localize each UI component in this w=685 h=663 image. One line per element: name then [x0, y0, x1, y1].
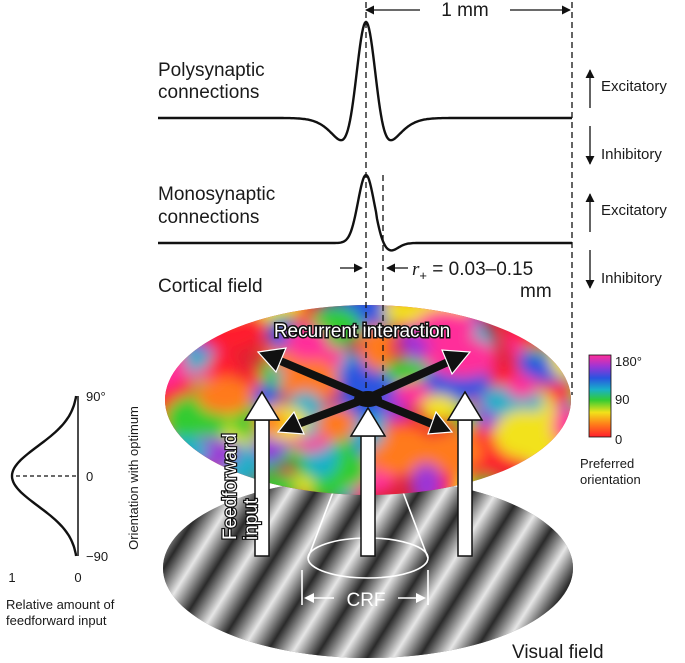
feedforward-arrow-right: [446, 390, 484, 557]
colorbar-tick-90: 90: [615, 392, 629, 407]
recurrent-interaction-label: Recurrent interaction: [274, 321, 450, 342]
polysynaptic-label: Polysynaptic: [158, 60, 265, 81]
tuning-curve-plot: 90° 0 −90 1 0 Orientation with optimum R…: [6, 389, 141, 628]
r-plus-unit: mm: [520, 281, 552, 302]
colorbar-label-2: orientation: [580, 472, 641, 487]
excitatory-label-2: Excitatory: [601, 202, 667, 219]
monosynaptic-label-2: connections: [158, 207, 259, 228]
feedforward-arrow-center: [349, 406, 387, 557]
polysynaptic-label-2: connections: [158, 82, 259, 103]
tuning-ytick-90: 90°: [86, 389, 106, 404]
tuning-curve: [10, 395, 78, 557]
r-plus-annotation: r+ = 0.03–0.15 mm: [340, 259, 552, 302]
orientation-colorbar: 180° 90 0 Preferred orientation: [580, 354, 642, 487]
monosynaptic-profile: [158, 173, 572, 252]
excitatory-label-1: Excitatory: [601, 78, 667, 95]
visual-field-label: Visual field: [512, 642, 604, 663]
inhibitory-label-2: Inhibitory: [601, 270, 662, 287]
scale-bar: 1 mm: [365, 0, 571, 21]
colorbar-tick-180: 180°: [615, 354, 642, 369]
cortical-field-label: Cortical field: [158, 276, 263, 297]
crf-label: CRF: [346, 590, 385, 611]
colorbar-tick-0: 0: [615, 432, 622, 447]
r-plus-value: r+ = 0.03–0.15: [412, 259, 533, 283]
svg-text:input: input: [241, 498, 262, 540]
guide-lines: [365, 2, 573, 395]
tuning-xtick-0: 0: [74, 570, 81, 585]
tuning-ytick-0: 0: [86, 469, 93, 484]
tuning-caption-2: feedforward input: [6, 613, 107, 628]
tuning-xtick-1: 1: [8, 570, 15, 585]
scale-label: 1 mm: [441, 0, 489, 21]
recurrent-arrows: [256, 347, 472, 435]
feedforward-arrow-left: [243, 390, 281, 557]
excitatory-inhibitory-legend: Excitatory Inhibitory Excitatory Inhibit…: [585, 69, 667, 289]
tuning-ylabel: Orientation with optimum: [126, 406, 141, 550]
monosynaptic-label: Monosynaptic: [158, 184, 275, 205]
feedforward-label: Feedforward input: [219, 432, 263, 541]
tuning-caption-1: Relative amount of: [6, 597, 115, 612]
colorbar-label-1: Preferred: [580, 456, 634, 471]
feedforward-arrows: [243, 390, 484, 557]
svg-text:Feedforward: Feedforward: [220, 433, 241, 540]
tuning-ytick-neg90: −90: [86, 549, 108, 564]
inhibitory-label-1: Inhibitory: [601, 146, 662, 163]
polysynaptic-profile: [158, 20, 572, 142]
